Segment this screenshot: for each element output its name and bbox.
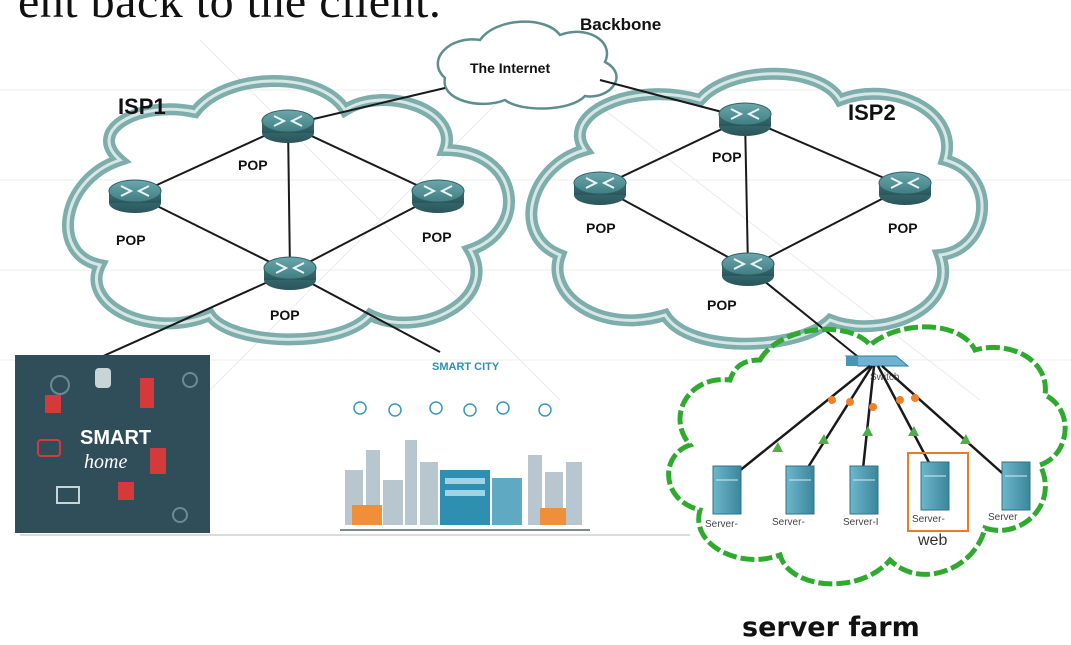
- pop-label: POP: [712, 149, 742, 165]
- router-icon[interactable]: [263, 256, 317, 291]
- pop-label: POP: [116, 232, 146, 248]
- router-icon[interactable]: [261, 109, 315, 144]
- router-icon[interactable]: [878, 171, 932, 206]
- smart-home-image: SMART home: [15, 355, 210, 533]
- router-icon[interactable]: [718, 102, 772, 137]
- web-server-highlight: [907, 452, 969, 532]
- pop-label: POP: [238, 157, 268, 173]
- farm-links: [727, 365, 1011, 481]
- server-icon[interactable]: [1001, 461, 1031, 511]
- server-icon[interactable]: [920, 461, 950, 511]
- router-icon[interactable]: [411, 179, 465, 214]
- isp1-label: ISP1: [118, 94, 166, 119]
- backbone-label: Backbone: [580, 15, 661, 34]
- router-icon[interactable]: [721, 252, 775, 287]
- cut-off-heading: ent back to the client.: [18, 0, 442, 28]
- isp2-label: ISP2: [848, 100, 896, 125]
- internet-cloud: [436, 20, 618, 110]
- server-icon[interactable]: [849, 465, 879, 515]
- pop-label: POP: [586, 220, 616, 236]
- smart-home-line2: home: [84, 451, 127, 473]
- switch-icon[interactable]: [844, 355, 910, 367]
- pop-label: POP: [422, 229, 452, 245]
- smart-city-image: SMART CITY: [340, 361, 590, 531]
- server-label: Server-: [705, 519, 738, 530]
- internet-label: The Internet: [470, 60, 550, 76]
- pop-label: POP: [707, 297, 737, 313]
- server-farm-title: server farm: [742, 612, 920, 643]
- web-label: web: [917, 532, 947, 549]
- server-label: Server: [988, 512, 1018, 523]
- router-icon[interactable]: [108, 179, 162, 214]
- server-label: Server-I: [843, 517, 879, 528]
- server-icon[interactable]: [712, 465, 742, 515]
- server-label: Server-: [912, 514, 945, 525]
- pop-label: POP: [888, 220, 918, 236]
- smart-home-line1: SMART: [80, 427, 151, 449]
- pop-label: POP: [270, 307, 300, 323]
- smart-city-label: SMART CITY: [432, 361, 500, 373]
- link-status-markers: [772, 394, 971, 452]
- server-label: Server-: [772, 517, 805, 528]
- server-icon[interactable]: [785, 465, 815, 515]
- router-icon[interactable]: [573, 171, 627, 206]
- server-farm-cloud: [666, 324, 1068, 587]
